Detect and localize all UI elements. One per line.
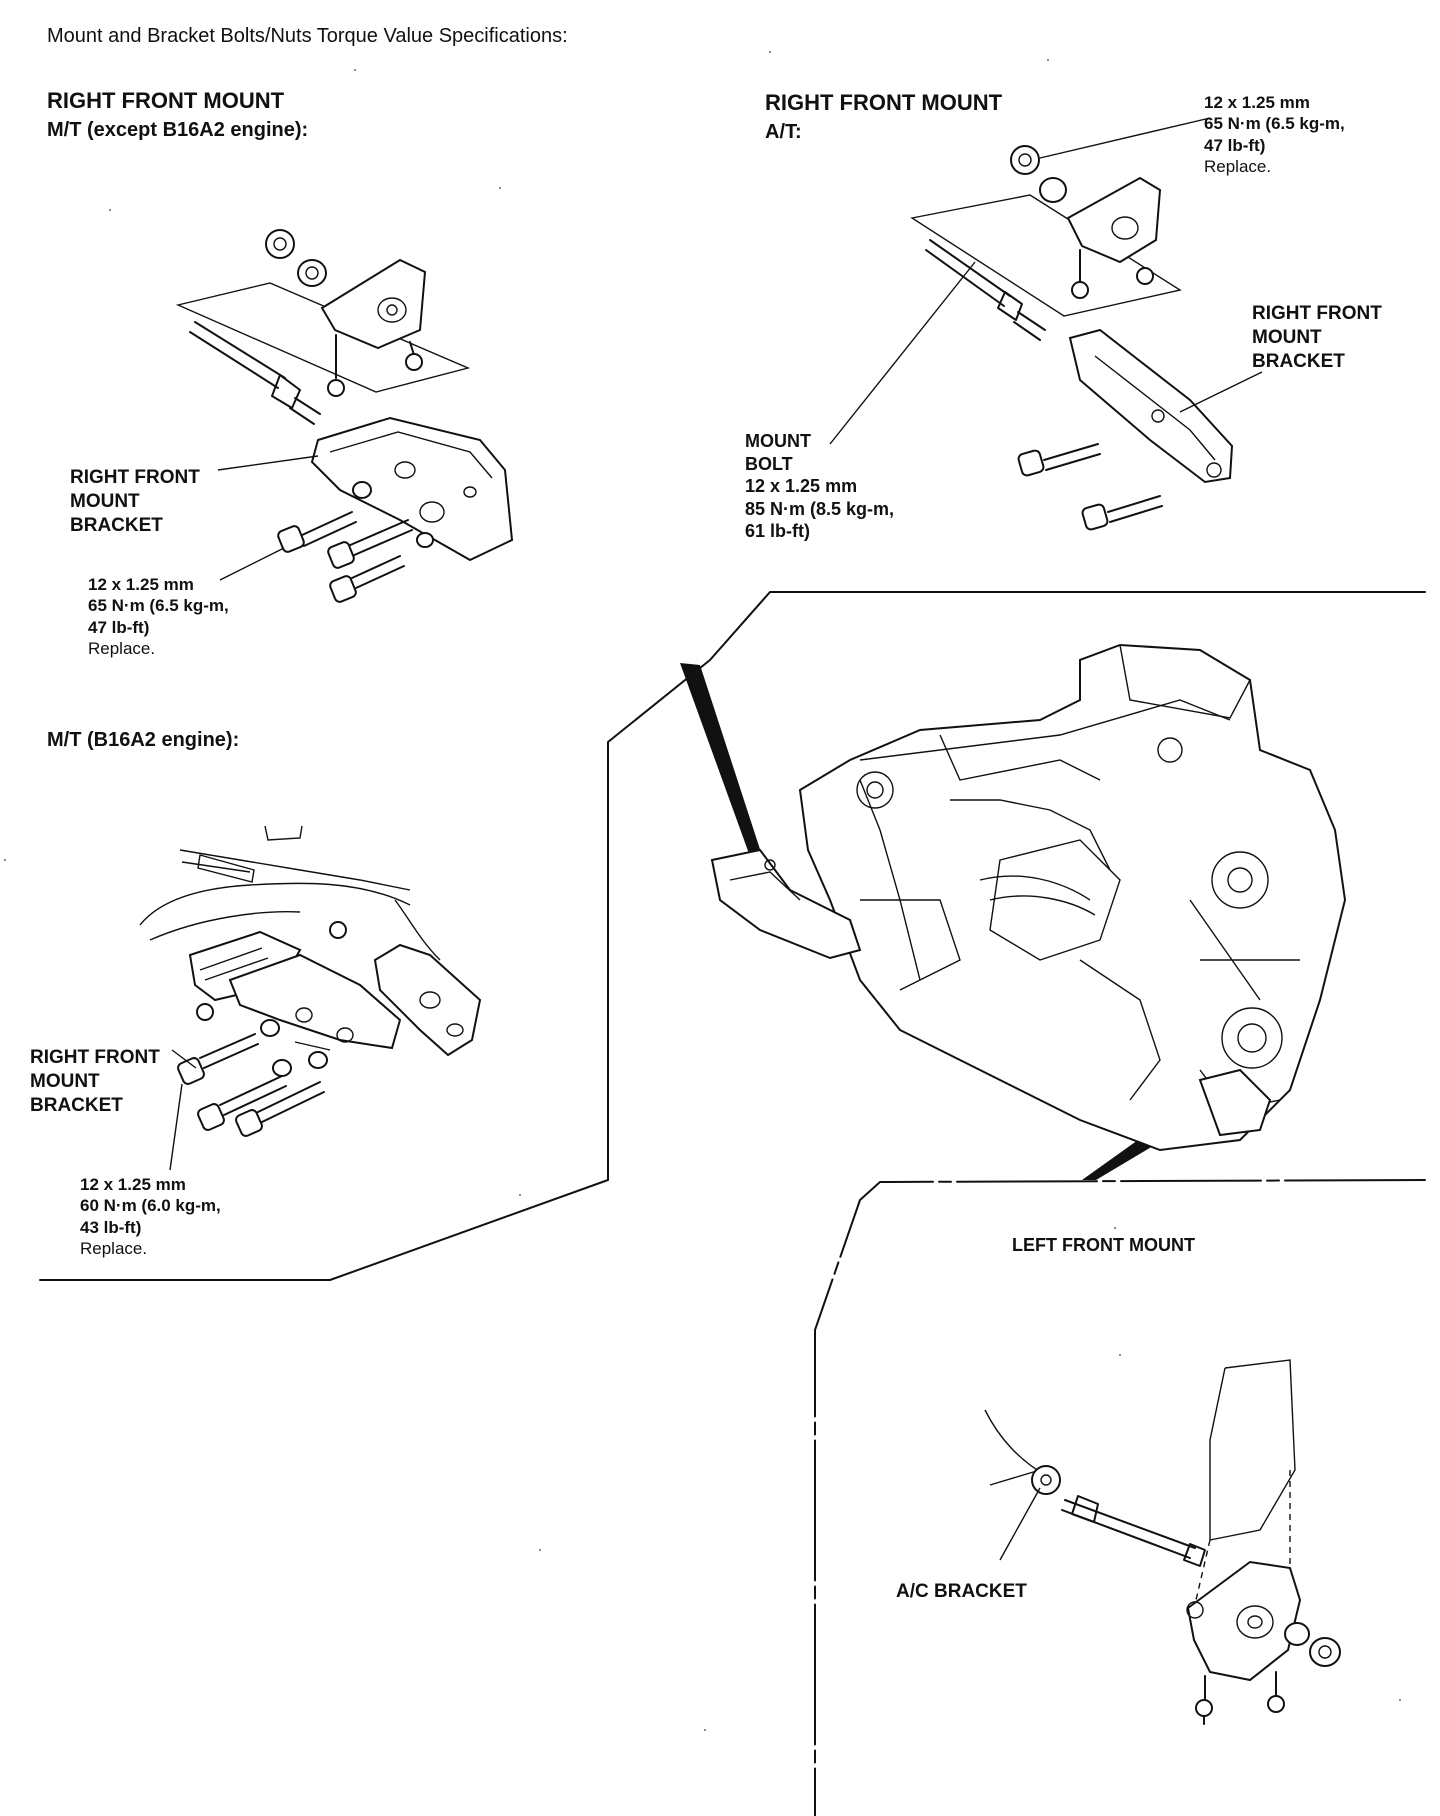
label-line: RIGHT FRONT [30,1047,160,1068]
engine-assembly-view [710,643,1347,1152]
spec-line: 43 lb-ft) [80,1217,142,1237]
rfm-mt-subtitle: M/T (except B16A2 engine): [47,119,309,141]
page-heading: Mount and Bracket Bolts/Nuts Torque Valu… [47,25,568,47]
spec-line: 47 lb-ft) [88,617,150,637]
rfm-at-bolt-spec: MOUNT BOLT 12 x 1.25 mm 85 N·m (8.5 kg-m… [745,430,894,543]
spec-line: MOUNT [745,431,811,451]
rfm-b16-bracket-label: RIGHT FRONT MOUNT BRACKET [30,1046,160,1117]
rfm-mt-exploded-view [175,229,514,603]
rfm-at-exploded-view [829,117,1263,531]
label-line: MOUNT [1252,326,1322,348]
label-line: BRACKET [30,1094,123,1116]
rfm-b16-torque-spec: 12 x 1.25 mm 60 N·m (6.0 kg-m, 43 lb-ft)… [80,1174,221,1259]
rfm-b16-subtitle: M/T (B16A2 engine): [47,729,240,751]
label-line: RIGHT FRONT [1252,303,1382,324]
spec-line: 12 x 1.25 mm [1204,93,1310,112]
label-line: BRACKET [1252,350,1345,372]
label-line: MOUNT [70,490,140,512]
spec-line: 47 lb-ft) [1204,135,1266,155]
callout-wedge-upper [680,663,770,884]
rfm-mt-title: RIGHT FRONT MOUNT [47,88,285,113]
spec-line: 65 N·m (6.5 kg-m, [88,596,229,616]
spec-line: Replace. [1204,156,1272,176]
lfm-title: LEFT FRONT MOUNT [1012,1235,1195,1255]
lfm-exploded-view [984,1359,1341,1725]
label-line: MOUNT [30,1070,100,1092]
spec-line: 60 N·m (6.0 kg-m, [80,1196,221,1216]
rfm-mt-torque-spec: 12 x 1.25 mm 65 N·m (6.5 kg-m, 47 lb-ft)… [88,574,229,659]
spec-line: 61 lb-ft) [745,521,810,541]
rfm-at-nut-spec: 12 x 1.25 mm 65 N·m (6.5 kg-m, 47 lb-ft)… [1204,92,1345,177]
spec-line: Replace. [88,638,156,658]
spec-line: Replace. [80,1238,148,1258]
spec-line: 65 N·m (6.5 kg-m, [1204,114,1345,134]
rfm-at-bracket-label: RIGHT FRONT MOUNT BRACKET [1252,302,1382,373]
rfm-at-subtitle: A/T: [765,121,802,143]
spec-line: 85 N·m (8.5 kg-m, [745,498,895,519]
spec-line: BOLT [745,453,793,474]
label-line: RIGHT FRONT [70,467,200,488]
spec-line: 12 x 1.25 mm [745,476,858,496]
rfm-mt-bracket-label: RIGHT FRONT MOUNT BRACKET [70,466,200,537]
spec-line: 12 x 1.25 mm [80,1175,186,1194]
label-line: BRACKET [70,514,163,536]
ac-bracket-label: A/C BRACKET [896,1581,1027,1602]
rfm-b16-view [139,825,482,1171]
scan-speckles [4,51,1401,1731]
spec-line: 12 x 1.25 mm [88,575,194,594]
rfm-at-title: RIGHT FRONT MOUNT [765,90,1003,115]
